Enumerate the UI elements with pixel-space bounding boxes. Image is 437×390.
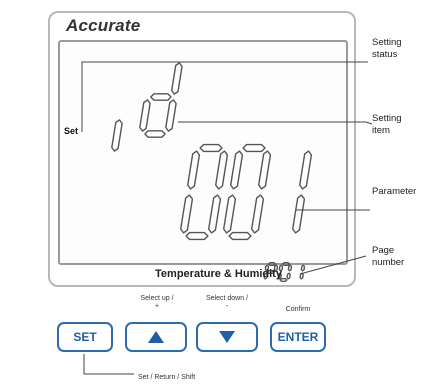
callout-setting-item-line2: item [372,125,390,136]
parameter-digit-1-segment-a [199,143,223,153]
up-button[interactable] [125,322,187,352]
page-digit-1-segment-a [282,262,291,266]
page-digit-2-segment-b [300,264,306,272]
up-triangle-icon [148,331,164,343]
page-digit-1-segment-e [277,272,282,280]
item-digit-2-segment-g [150,93,172,101]
item-digit-2-segment-d [144,130,166,138]
parameter-digit-1-segment-f [186,150,201,190]
enter-button-label: ENTER [277,330,319,344]
page-digit-0-segment-g [266,270,275,274]
item-digit-2-segment-b [170,62,183,95]
set-button-caption: Set / Return / Shift [138,374,196,381]
parameter-digit-1-segment-b [214,150,229,190]
set-button[interactable]: SET [57,322,113,352]
callout-setting-item: Setting item [372,113,402,137]
parameter-digit-3-segment-c [292,194,306,234]
down-triangle-icon [219,331,235,343]
page-digit-0-segment-a [268,262,277,266]
item-digit-2-segment-c [165,99,177,132]
up-caption-line1: Select up / [140,295,174,302]
callout-page-number-line2: number [372,257,405,268]
page-digit-1-segment-d [279,278,288,282]
parameter-digit-2-segment-d [228,231,252,241]
enter-button-caption: Confirm [285,306,311,313]
set-button-leader-line [83,354,134,375]
callout-parameter: Parameter [372,186,417,197]
parameter-digit-1-segment-d [185,231,209,241]
callout-setting-item-line1: Setting [372,113,402,124]
item-digit-2-segment-e [139,99,151,132]
setting-item-leader-line [178,121,373,125]
page-number-leader-line [299,255,367,275]
parameter-digit-2-segment-e [222,194,237,234]
down-button-caption: Select down / - [194,295,260,311]
brand-logo-text: Accurate [66,16,141,35]
down-caption-line2: - [225,303,229,310]
callout-page-number-line1: Page [372,245,395,256]
parameter-digit-2-segment-c [250,194,265,234]
up-button-caption: Select up / + [124,295,190,311]
callout-setting-status-line1: Setting [372,37,402,48]
up-caption-line2: + [154,303,160,310]
down-button[interactable] [196,322,258,352]
footer-label: Temperature & Humidity [155,268,282,280]
parameter-digit-2-segment-b [258,150,272,190]
set-button-label: SET [73,330,97,344]
page-digit-0-segment-f [264,264,270,272]
page-digit-0-segment-b [273,264,279,272]
enter-button[interactable]: ENTER [270,322,326,352]
page-digit-1-segment-c [286,272,291,280]
callout-page-number: Page number [372,245,404,269]
parameter-digit-2-segment-a [242,143,266,153]
parameter-digit-2-segment-f [229,150,244,190]
callout-setting-status-line2: status [372,49,398,60]
set-indicator: Set [64,126,79,136]
page-digit-0-segment-e [263,272,268,280]
page-digit-1-segment-f [278,264,284,272]
parameter-digit-3-segment-b [299,150,313,190]
callout-setting-status: Setting status [372,37,402,61]
item-digit-1-segment-e [111,119,123,152]
parameter-digit-1-segment-c [207,194,222,234]
page-digit-1-segment-b [287,264,293,272]
setting-status-leader-line [81,61,368,132]
parameter-digit-1-segment-e [179,194,194,234]
down-caption-line1: Select down / [205,295,249,302]
